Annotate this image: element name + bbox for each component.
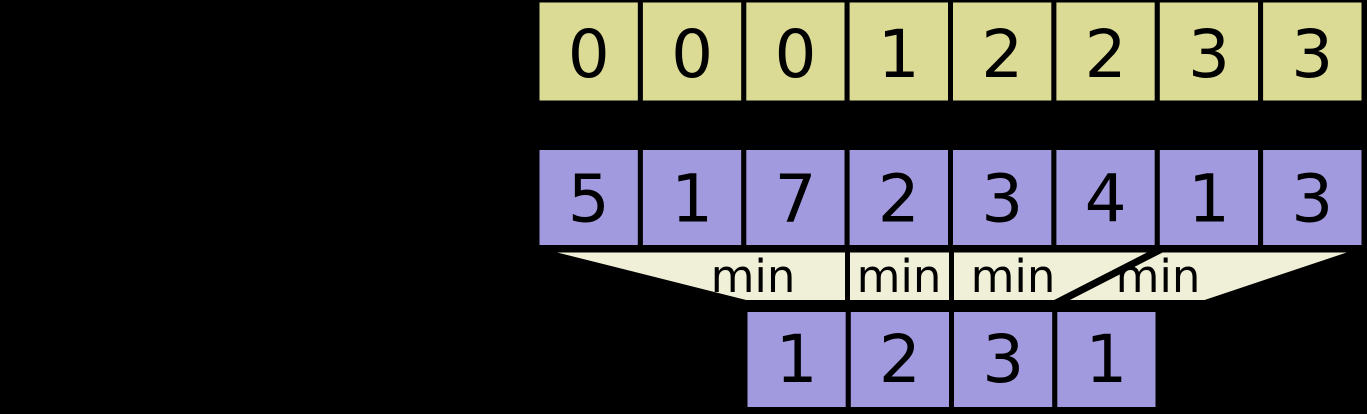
- block-min-cell: [845, 307, 954, 412]
- array-cell-value: 1: [671, 161, 713, 238]
- index-cell-value: 0: [568, 16, 610, 93]
- block-min-value: 1: [776, 321, 818, 398]
- block-min-value: 3: [982, 321, 1024, 398]
- index-cell: [637, 0, 747, 106]
- array-cell-value: 1: [1188, 161, 1230, 238]
- index-cell-value: 3: [1291, 16, 1333, 93]
- block-min-row: 1 2 3 1: [742, 307, 1161, 412]
- array-cell-value: 4: [1085, 161, 1127, 238]
- block-min-cell: [1052, 307, 1161, 412]
- min-label: min: [1116, 250, 1201, 303]
- array-cell-value: 7: [775, 161, 817, 238]
- index-cell-value: 1: [878, 16, 920, 93]
- index-row: 0 0 0 1 2 2 3 3: [534, 0, 1367, 106]
- block-min-value: 2: [879, 321, 921, 398]
- index-cell: [1051, 0, 1160, 106]
- min-label: min: [971, 250, 1056, 303]
- index-cell: [741, 0, 850, 106]
- index-cell-value: 0: [671, 16, 713, 93]
- index-cell: [948, 0, 1057, 106]
- index-cell: [844, 0, 953, 106]
- array-cell-value: 3: [1291, 161, 1333, 238]
- array-cell: [741, 145, 850, 250]
- min-band: min min min min: [536, 247, 1363, 305]
- index-cell: [534, 0, 643, 106]
- block-min-value: 1: [1085, 321, 1127, 398]
- array-cell-value: 2: [878, 161, 920, 238]
- array-cell: [1154, 145, 1264, 250]
- min-label: min: [857, 250, 942, 303]
- array-cell: [948, 145, 1057, 250]
- array-cell-value: 3: [981, 161, 1023, 238]
- index-cell-value: 2: [1085, 16, 1127, 93]
- index-cell-value: 0: [775, 16, 817, 93]
- min-funnel: [1058, 247, 1363, 305]
- index-cell: [1258, 0, 1367, 106]
- index-cell-value: 2: [981, 16, 1023, 93]
- array-row: 5 1 7 2 3 4 1 3: [534, 145, 1367, 250]
- array-cell-value: 5: [568, 161, 610, 238]
- min-label: min: [711, 250, 796, 303]
- index-cell-value: 3: [1188, 16, 1230, 93]
- min-funnel: [949, 247, 1159, 305]
- array-cell: [1258, 145, 1367, 250]
